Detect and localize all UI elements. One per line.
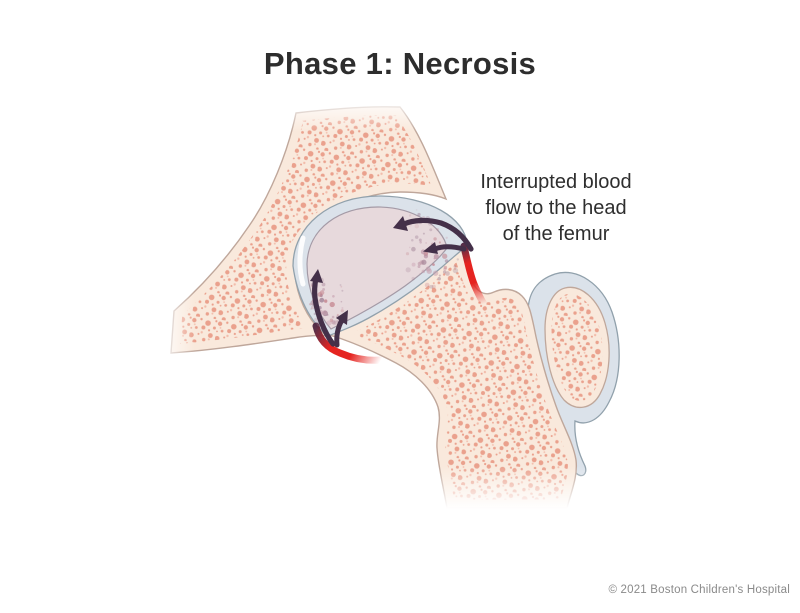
speckle-cluster-upper [405,228,460,289]
edge-fade-bottom [418,466,588,516]
arrow-lower-main [311,275,336,347]
edge-fade-left [157,292,195,368]
arrowhead-upper-main-icon [393,216,408,231]
vessel-neck-upper [460,242,488,308]
arrow-upper-small [432,244,467,252]
annotation-line-3: of the femur [502,223,610,245]
annotation-line-1: Interrupted blood [480,171,632,193]
femoral-head-epiphysis [306,206,448,330]
interrupted-flow-arrows [310,216,474,348]
annotation-line-2: flow to the head [485,197,627,219]
page-title: Phase 1: Necrosis [263,46,537,81]
copyright: © 2021 Boston Children's Hospital [608,584,790,596]
edge-fade-top [272,96,454,132]
blood-vessels-red [312,242,488,364]
arrowhead-upper-small-icon [423,242,438,254]
arrowhead-lower-small-icon [336,310,348,325]
arrow-lower-small [334,317,345,348]
vessel-neck-lower [312,322,385,364]
annotation: Interrupted blood flow to the head of th… [440,169,672,247]
joint-space [297,235,306,287]
arrowhead-lower-main-icon [310,269,323,283]
arrow-upper-main [401,217,474,252]
